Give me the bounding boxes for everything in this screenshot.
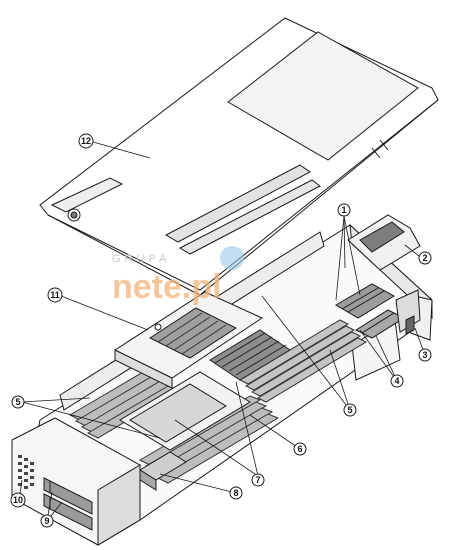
callout-10: 10 <box>10 492 26 508</box>
svg-text:5: 5 <box>347 405 352 415</box>
callout-9: 9 <box>40 514 54 528</box>
svg-text:11: 11 <box>50 290 60 300</box>
front-bezel <box>11 417 141 546</box>
svg-text:3: 3 <box>422 350 427 360</box>
callout-4: 4 <box>390 374 404 388</box>
svg-text:8: 8 <box>233 488 238 498</box>
svg-text:6: 6 <box>297 444 302 454</box>
svg-text:5: 5 <box>15 397 20 407</box>
callout-7: 7 <box>251 473 265 487</box>
callout-12: 12 <box>78 133 94 149</box>
svg-text:12: 12 <box>81 136 91 146</box>
rear-components <box>335 214 421 339</box>
processor-heatsink <box>209 329 291 381</box>
svg-text:9: 9 <box>44 516 49 526</box>
svg-text:1: 1 <box>341 205 346 215</box>
drive-bays <box>43 477 93 531</box>
callout-5a: 5 <box>11 395 25 409</box>
svg-text:4: 4 <box>394 376 399 386</box>
svg-text:10: 10 <box>13 495 23 505</box>
watermark-brand-text: nete.pl <box>112 268 222 306</box>
callout-5b: 5 <box>343 403 357 417</box>
callout-1: 1 <box>337 203 351 217</box>
watermark-logo-icon <box>220 246 244 270</box>
callout-11: 11 <box>47 287 63 303</box>
battery-pack <box>139 451 187 491</box>
callout-3: 3 <box>418 348 432 362</box>
svg-text:2: 2 <box>422 253 427 263</box>
callout-6: 6 <box>293 442 307 456</box>
callout-2: 2 <box>418 251 432 265</box>
front-vent-grid <box>18 455 34 489</box>
dimm-bank-right <box>238 319 368 403</box>
top-cover <box>39 17 439 296</box>
watermark-top-text: GRUPA <box>112 253 170 265</box>
system-board <box>119 371 251 451</box>
callout-8: 8 <box>229 486 243 500</box>
svg-text:7: 7 <box>255 475 260 485</box>
watermark: GRUPA nete.pl <box>112 246 244 306</box>
mezzanine-card <box>113 291 264 389</box>
